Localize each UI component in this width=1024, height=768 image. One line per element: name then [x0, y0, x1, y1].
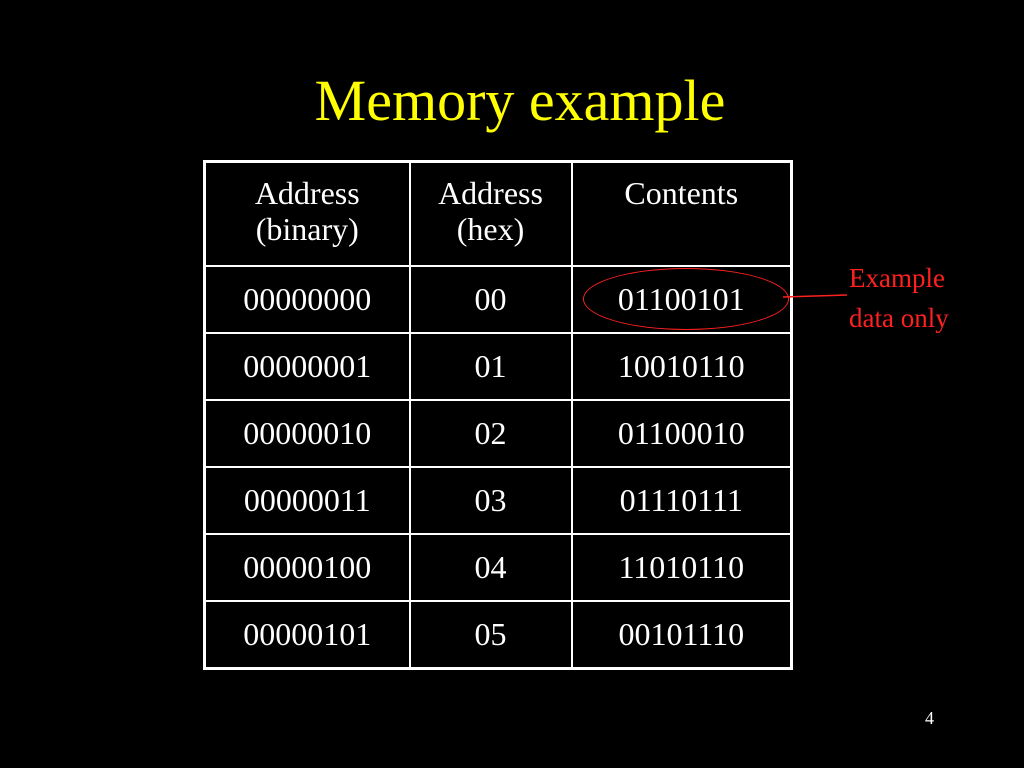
table-row: 00000010 02 01100010: [203, 398, 793, 468]
cell-address-hex: 04: [408, 532, 573, 602]
slide-title: Memory example: [314, 68, 726, 133]
cell-contents: 01100010: [570, 398, 793, 468]
annotation-callout: Example data only: [849, 258, 949, 338]
header-label: (hex): [456, 211, 525, 247]
memory-table: Address (binary) Address (hex) Contents …: [203, 160, 793, 670]
cell-contents: 10010110: [570, 331, 793, 401]
cell-address-binary: 00000101: [203, 599, 411, 669]
cell-address-binary: 00000010: [203, 398, 411, 468]
header-label: (binary): [255, 211, 359, 247]
callout-connector-line: [782, 294, 848, 298]
annotation-line: Example: [849, 263, 945, 293]
cell-contents: 11010110: [570, 532, 793, 602]
table-row: 00000101 05 00101110: [203, 599, 793, 669]
annotation-line: data only: [849, 303, 949, 333]
cell-address-hex: 02: [408, 398, 573, 468]
table-row: 00000100 04 11010110: [203, 532, 793, 602]
table-row: 00000011 03 01110111: [203, 465, 793, 535]
cell-address-hex: 05: [408, 599, 573, 669]
cell-contents: 01110111: [570, 465, 793, 535]
cell-contents: 00101110: [570, 599, 793, 669]
cell-address-binary: 00000100: [203, 532, 411, 602]
cell-address-binary: 00000001: [203, 331, 411, 401]
header-address-binary: Address (binary): [203, 160, 411, 267]
cell-address-hex: 03: [408, 465, 573, 535]
header-address-hex: Address (hex): [408, 160, 573, 267]
table-row: 00000001 01 10010110: [203, 331, 793, 401]
header-label: Address: [254, 175, 360, 211]
cell-address-hex: 00: [408, 264, 573, 334]
cell-address-binary: 00000000: [203, 264, 411, 334]
page-number: 4: [925, 708, 934, 728]
cell-address-binary: 00000011: [203, 465, 411, 535]
header-label: Address: [438, 175, 543, 211]
header-contents: Contents: [570, 160, 793, 267]
cell-address-hex: 01: [408, 331, 573, 401]
table-header-row: Address (binary) Address (hex) Contents: [203, 160, 793, 267]
highlight-ellipse: [583, 268, 789, 330]
header-label: Contents: [624, 175, 739, 211]
